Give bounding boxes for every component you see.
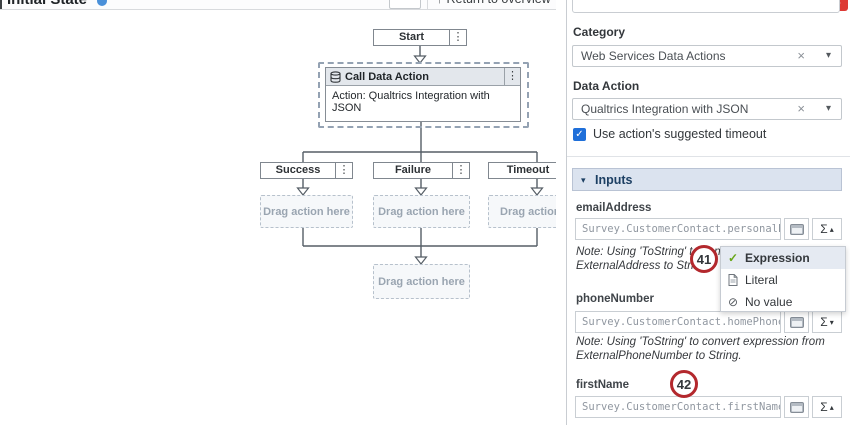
return-label: Return to overview [447,0,551,6]
phone-number-label: phoneNumber [576,293,654,305]
branch-success-label: Success [275,164,321,176]
annotation-number: 41 [696,251,712,267]
drop-placeholder-failure[interactable]: Drag action here [373,195,470,228]
canvas-toolbar: Initial State ⋯ ↑ Return to overview [0,0,556,10]
data-action-select[interactable]: Qualtrics Integration with JSON × ▾ [572,98,842,120]
large-editor-button[interactable] [784,218,809,240]
kebab-menu-icon[interactable]: ⋮ [335,163,352,178]
branch-timeout[interactable]: Timeout ⋮ [488,162,556,179]
toolbar-divider [427,0,428,9]
menu-item-label: Expression [745,251,810,265]
caret-down-icon: ▾ [829,317,834,327]
kebab-menu-icon[interactable]: ⋮ [504,68,520,85]
table-icon [789,401,804,413]
placeholder-label: Drag action here [378,205,465,218]
document-icon [728,274,745,286]
call-data-action-node[interactable]: Call Data Action ⋮ Action: Qualtrics Int… [325,67,521,122]
start-node[interactable]: Start ⋮ [373,29,467,46]
data-action-value: Qualtrics Integration with JSON [581,102,749,116]
data-action-label: Data Action [573,79,640,93]
placeholder-label: Drag action here [263,205,350,218]
clear-icon[interactable]: × [797,101,805,116]
table-icon [789,223,804,235]
sigma-icon: Σ [820,400,828,414]
branch-failure-label: Failure [394,164,432,176]
sigma-icon: Σ [820,222,828,236]
canvas-title: Initial State [7,0,87,8]
email-note-line2: ExternalAddress to String. [576,260,710,272]
menu-item-literal[interactable]: Literal [721,269,845,291]
canvas-menu-button[interactable]: ⋯ [389,0,421,9]
email-address-row: Survey.CustomerContact.personalEma Σ ▴ [575,218,842,240]
phone-number-expression-input[interactable]: Survey.CustomerContact.homePhone [575,311,781,333]
category-value: Web Services Data Actions [581,49,726,63]
flow-canvas[interactable]: Initial State ⋯ ↑ Return to overview [0,0,556,425]
return-to-overview-link[interactable]: ↑ Return to overview [437,0,551,6]
menu-item-label: Literal [745,273,778,287]
caret-up-icon: ▴ [829,402,834,412]
category-select[interactable]: Web Services Data Actions × ▾ [572,45,842,67]
chevron-down-icon[interactable]: ▾ [825,103,831,114]
placeholder-label: Drag action here [378,275,465,288]
check-icon: ✓ [728,251,739,265]
suggested-timeout-label: Use action's suggested timeout [593,127,767,141]
chevron-down-icon[interactable]: ▾ [825,50,831,61]
selection-outline [318,62,529,128]
annotation-number: 42 [676,376,692,392]
large-editor-button[interactable] [784,311,809,333]
branch-timeout-label: Timeout [506,164,550,176]
annotation-circle-41: 41 [690,245,718,273]
expression-mode-button[interactable]: Σ ▾ [812,311,842,333]
no-value-icon: ⊘ [728,295,739,309]
branch-success[interactable]: Success ⋮ [260,162,353,179]
drop-placeholder-success[interactable]: Drag action here [260,195,353,228]
category-label: Category [573,25,626,39]
table-icon [789,316,804,328]
section-divider [567,156,850,157]
placeholder-label: Drag action here [500,205,556,218]
info-icon[interactable] [97,0,107,6]
large-editor-button[interactable] [784,396,809,418]
properties-panel: Call Data Action × Category Web Services… [567,0,850,425]
drop-placeholder-timeout[interactable]: Drag action here [488,195,556,228]
phone-note-line1: Note: Using 'ToString' to convert expres… [576,336,825,348]
start-node-label: Start [398,31,425,43]
collapse-icon: ▾ [581,175,586,185]
action-node-header: Call Data Action ⋮ [326,68,520,86]
panel-divider [566,0,567,425]
first-name-expression-input[interactable]: Survey.CustomerContact.firstName [575,396,781,418]
annotation-circle-42: 42 [670,370,698,398]
sigma-icon: Σ [820,315,828,329]
return-arrow-icon: ↑ [437,0,443,6]
flow-connectors [296,46,544,265]
menu-item-expression[interactable]: ✓ Expression [721,247,845,269]
email-address-label: emailAddress [576,202,652,214]
inputs-section-label: Inputs [595,173,633,187]
kebab-menu-icon[interactable]: ⋮ [449,30,466,45]
email-address-expression-input[interactable]: Survey.CustomerContact.personalEma [575,218,781,240]
database-icon [330,70,341,83]
kebab-menu-icon[interactable]: ⋮ [452,163,469,178]
branch-failure[interactable]: Failure ⋮ [373,162,470,179]
expression-mode-button[interactable]: Σ ▴ [812,218,842,240]
first-name-label: firstName [576,379,630,391]
window-edge [0,0,2,9]
action-node-title: Call Data Action [345,70,429,83]
phone-number-row: Survey.CustomerContact.homePhone Σ ▾ [575,311,842,333]
expression-mode-button[interactable]: Σ ▴ [812,396,842,418]
menu-item-no-value[interactable]: ⊘ No value [721,291,845,313]
action-name-input[interactable] [572,0,840,13]
expression-mode-menu: ✓ Expression Literal ⊘ No value [720,246,846,312]
first-name-row: Survey.CustomerContact.firstName Σ ▴ [575,396,842,418]
caret-up-icon: ▴ [829,224,834,234]
action-node-body: Action: Qualtrics Integration with JSON [332,90,490,114]
suggested-timeout-checkbox[interactable]: ✓ [573,128,586,141]
clear-icon[interactable]: × [797,48,805,63]
drop-placeholder-merge[interactable]: Drag action here [373,264,470,299]
menu-item-label: No value [745,295,793,309]
phone-note-line2: ExternalPhoneNumber to String. [576,350,742,362]
inputs-section-header[interactable]: ▾ Inputs [572,168,842,191]
